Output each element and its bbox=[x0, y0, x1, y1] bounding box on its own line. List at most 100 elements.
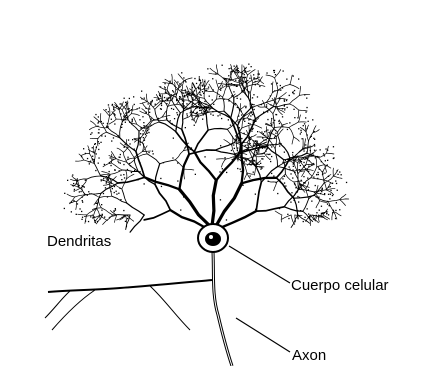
stipple-dot bbox=[77, 203, 78, 204]
stipple-dot bbox=[106, 126, 107, 127]
stipple-dot bbox=[245, 77, 246, 78]
stipple-dot bbox=[324, 212, 325, 213]
dendrite-branch bbox=[323, 215, 330, 219]
dendrite-branch bbox=[275, 78, 278, 90]
stipple-dot bbox=[98, 157, 99, 158]
stipple-dot bbox=[284, 105, 285, 106]
stipple-dot bbox=[221, 118, 222, 119]
stipple-dot bbox=[276, 167, 277, 168]
stipple-dot bbox=[82, 217, 83, 218]
stipple-dot bbox=[234, 72, 235, 73]
dendrite-branch bbox=[112, 163, 123, 170]
stipple-dot bbox=[113, 210, 114, 211]
stipple-dot bbox=[253, 94, 254, 95]
stipple-dot bbox=[220, 145, 221, 146]
stipple-dot bbox=[172, 90, 173, 91]
stipple-dot bbox=[255, 84, 256, 85]
stipple-dot bbox=[307, 134, 308, 135]
dendrite-branch bbox=[217, 99, 229, 100]
stipple-dot bbox=[114, 192, 115, 193]
stipple-dot bbox=[146, 126, 147, 127]
stipple-dot bbox=[299, 187, 300, 188]
stipple-dot bbox=[222, 65, 223, 66]
stipple-dot bbox=[316, 196, 317, 197]
stipple-dot bbox=[81, 211, 82, 212]
stipple-dot bbox=[93, 151, 94, 152]
stipple-dot bbox=[299, 162, 300, 163]
stipple-dot bbox=[148, 128, 149, 129]
stipple-dot bbox=[105, 187, 106, 188]
stipple-dot bbox=[282, 87, 283, 88]
stipple-dot bbox=[144, 98, 145, 99]
stipple-dot bbox=[160, 86, 161, 87]
stipple-dot bbox=[152, 100, 153, 101]
stipple-dot bbox=[149, 112, 150, 113]
dendrite-branch bbox=[230, 72, 231, 80]
dendrite-branch bbox=[306, 170, 313, 177]
stipple-dot bbox=[192, 119, 193, 120]
stipple-dot bbox=[262, 158, 263, 159]
stipple-dot bbox=[114, 170, 115, 171]
stipple-dot bbox=[246, 81, 247, 82]
stipple-dot bbox=[199, 92, 200, 93]
stipple-dot bbox=[155, 104, 156, 105]
stipple-dot bbox=[93, 159, 94, 160]
stipple-dot bbox=[271, 83, 272, 84]
stipple-dot bbox=[301, 161, 302, 162]
axon-label: Axon bbox=[292, 348, 326, 363]
stipple-dot bbox=[123, 216, 124, 217]
stipple-dot bbox=[194, 125, 195, 126]
stipple-dot bbox=[84, 186, 85, 187]
stipple-dot bbox=[304, 123, 305, 124]
stipple-dot bbox=[193, 111, 194, 112]
stipple-dot bbox=[139, 171, 140, 172]
stipple-dot bbox=[146, 112, 147, 113]
stipple-dot bbox=[276, 114, 277, 115]
stipple-dot bbox=[163, 162, 164, 163]
dendrite-branch bbox=[127, 174, 134, 179]
stipple-dot bbox=[137, 108, 138, 109]
stipple-dot bbox=[206, 90, 207, 91]
stipple-dot bbox=[85, 180, 86, 181]
stipple-dot bbox=[191, 147, 192, 148]
stipple-dot bbox=[231, 95, 232, 96]
stipple-dot bbox=[110, 185, 111, 186]
stipple-dot bbox=[243, 77, 244, 78]
stipple-dot bbox=[173, 138, 174, 139]
stipple-dot bbox=[183, 196, 184, 197]
stipple-dot bbox=[161, 186, 162, 187]
stipple-dot bbox=[297, 210, 298, 211]
stipple-dot bbox=[182, 106, 183, 107]
dendrite-branch bbox=[282, 215, 291, 219]
stipple-dot bbox=[297, 173, 298, 174]
stipple-dot bbox=[90, 161, 91, 162]
stipple-dot bbox=[271, 173, 272, 174]
stipple-dot bbox=[307, 128, 308, 129]
stipple-dot bbox=[199, 94, 200, 95]
stipple-dot bbox=[174, 86, 175, 87]
stipple-dot bbox=[250, 115, 251, 116]
stipple-dot bbox=[129, 143, 130, 144]
stipple-dot bbox=[275, 130, 276, 131]
dendrite-branch bbox=[272, 82, 273, 92]
stipple-dot bbox=[192, 99, 193, 100]
stipple-dot bbox=[255, 194, 256, 195]
stipple-dot bbox=[327, 150, 328, 151]
stipple-dot bbox=[280, 90, 281, 91]
stipple-dot bbox=[103, 193, 104, 194]
dendrite-branch bbox=[324, 175, 331, 181]
stipple-dot bbox=[238, 70, 239, 71]
stipple-dot bbox=[241, 72, 242, 73]
stipple-dot bbox=[183, 101, 184, 102]
stipple-dot bbox=[170, 81, 171, 82]
stipple-dot bbox=[165, 92, 166, 93]
stipple-dot bbox=[120, 113, 121, 114]
stipple-dot bbox=[206, 107, 207, 108]
stipple-dot bbox=[160, 178, 161, 179]
stipple-dot bbox=[301, 180, 302, 181]
stipple-dot bbox=[115, 208, 116, 209]
stipple-dot bbox=[187, 115, 188, 116]
stipple-dot bbox=[105, 109, 106, 110]
stipple-dot bbox=[306, 151, 307, 152]
